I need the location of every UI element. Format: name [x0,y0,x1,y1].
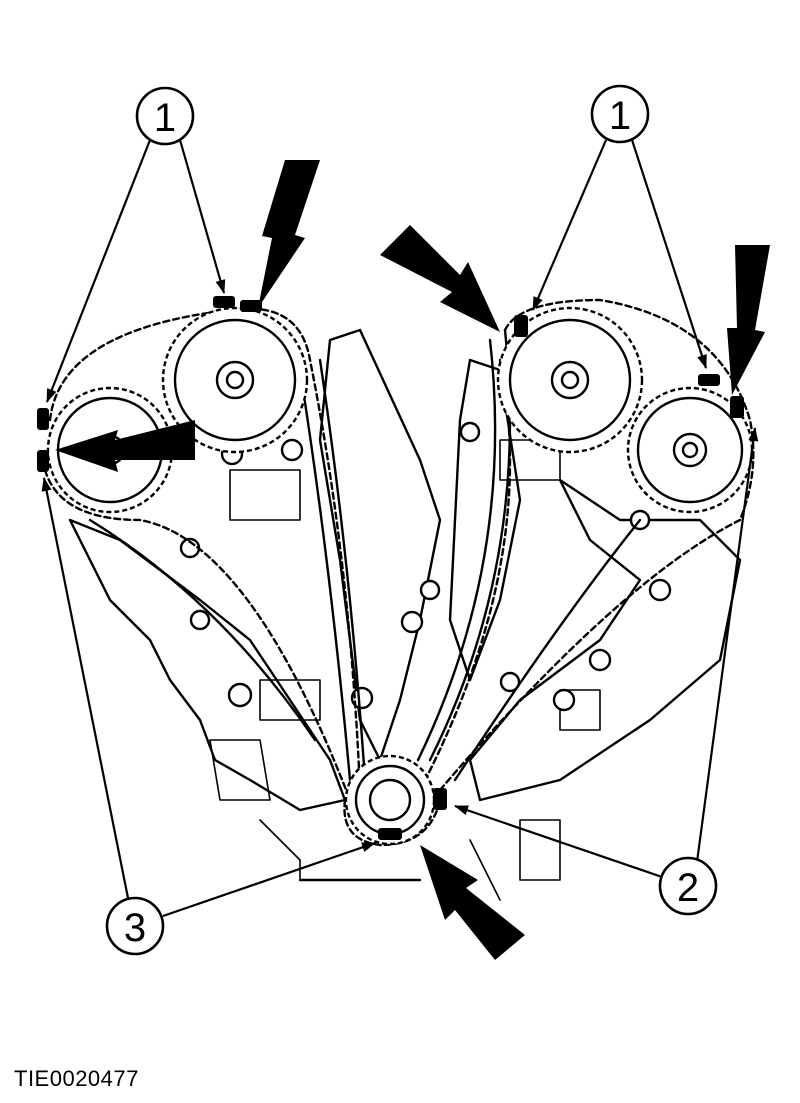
arrow-right-exhaust [727,245,770,395]
arrow-right-intake [380,225,500,332]
bolts [179,421,672,712]
callout-1-left-label: 1 [154,96,176,140]
callout-3-label: 3 [124,906,146,950]
callout-1-left: 1 [135,86,195,146]
arrow-crank [420,845,525,960]
callout-2-label: 2 [677,866,699,910]
colored-links [37,296,744,840]
arrow-left-exhaust [258,160,320,308]
right-intake-sprocket [496,306,644,454]
callout-1-right-label: 1 [609,94,631,138]
indicator-arrows [55,160,770,960]
callout-2: 2 [658,856,718,916]
callout-3: 3 [105,896,165,956]
callout-1-right: 1 [590,84,650,144]
right-exhaust-sprocket [626,386,754,514]
arrow-left-intake [55,420,195,472]
left-exhaust-sprocket [161,306,309,454]
figure-id: TIE0020477 [14,1066,139,1091]
crankshaft-sprocket [344,754,436,846]
leader-lines [41,139,759,918]
